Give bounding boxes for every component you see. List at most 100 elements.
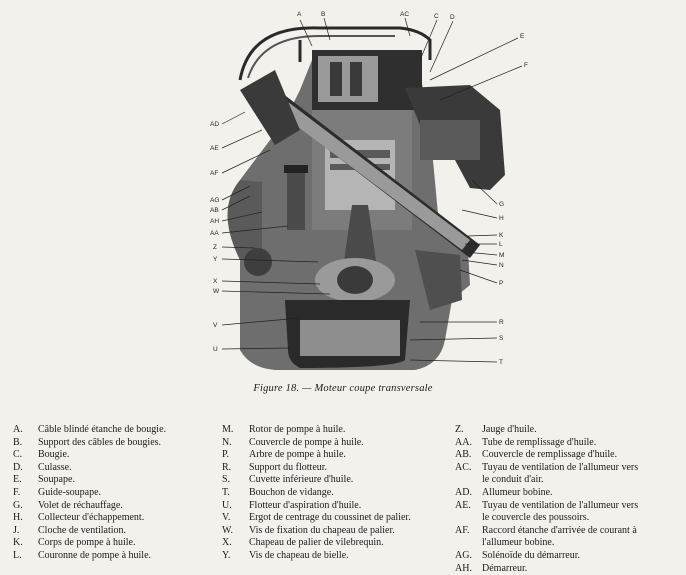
legend-text: Cloche de ventilation. [38, 524, 127, 536]
legend-key: T. [222, 486, 230, 498]
engine-drawing [227, 26, 505, 370]
legend-item: AD.Allumeur bobine. [455, 487, 638, 500]
callout-label: M [499, 252, 504, 259]
callout-label: AB [210, 207, 219, 214]
legend-text: Chapeau de palier de vilebrequin. [249, 537, 384, 549]
callout-label: K [499, 232, 504, 239]
legend-text: Couvercle de remplissage d'huile. [482, 449, 618, 461]
legend-text: Flotteur d'aspiration d'huile. [249, 499, 362, 511]
legend-key: B. [13, 436, 23, 448]
legend-text: Bouchon de vidange. [249, 486, 334, 498]
legend-item: K.Corps de pompe à huile. [13, 537, 166, 550]
callout-label: V [213, 322, 218, 329]
legend-item: AH. Démarreur. [455, 563, 638, 575]
legend-key: Y. [222, 549, 231, 561]
legend-text: Vis de fixation du chapeau de palier. [249, 524, 395, 536]
legend-key: AC. [455, 461, 472, 473]
legend-item: Z.Jauge d'huile. [455, 424, 638, 437]
legend-item: H. Collecteur d'échappement. [13, 512, 166, 525]
legend-key: W. [222, 524, 234, 536]
legend-key: J. [13, 524, 20, 536]
callout-label: A [297, 11, 302, 18]
legend-text: Couvercle de pompe à huile. [249, 436, 364, 448]
callout-label: H [499, 215, 504, 222]
legend-item: V. Ergot de centrage du coussinet de pali… [222, 512, 411, 525]
legend-key: N. [222, 436, 232, 448]
callout-label: G [499, 201, 504, 208]
legend-key: D. [13, 461, 23, 473]
callout-label: E [520, 33, 525, 40]
callout-label: Z [213, 244, 217, 251]
legend-key: H. [13, 512, 23, 524]
legend-text: Vis de chapeau de bielle. [249, 549, 349, 561]
legend-text: Ergot de centrage du coussinet de palier… [249, 512, 411, 524]
legend-text: Allumeur bobine. [482, 486, 553, 498]
legend-item: S.Cuvette inférieure d'huile. [222, 474, 411, 487]
legend-item: D. Culasse. [13, 462, 166, 475]
legend-text: Support du flotteur. [249, 461, 328, 473]
legend-text: Démarreur. [482, 562, 528, 574]
legend-item: F. Guide-soupape. [13, 487, 166, 500]
legend-text: Volet de réchauffage. [38, 499, 123, 511]
legend-text: Bougie. [38, 449, 70, 461]
legend-key: Z. [455, 424, 464, 435]
legend-key: AA. [455, 436, 472, 448]
legend-key: R. [222, 461, 232, 473]
callout-label: L [499, 241, 503, 248]
legend-text: Corps de pompe à huile. [38, 537, 136, 549]
legend-text: Arbre de pompe à huile. [249, 449, 346, 461]
legend-item: B. Support des câbles de bougies. [13, 437, 166, 450]
legend-key: C. [13, 449, 23, 461]
callout-label: B [321, 11, 325, 18]
leader-lines [221, 17, 523, 363]
legend-item: T. Bouchon de vidange. [222, 487, 411, 500]
legend-text: Raccord étanche d'arrivée de courant à l… [482, 524, 637, 549]
legend-key: AH. [455, 562, 472, 574]
legend-key: AG. [455, 549, 472, 561]
legend-item: R. Support du flotteur. [222, 462, 411, 475]
legend-column-1: A.Câble blindé étanche de bougie. B. Supp… [13, 424, 166, 563]
callout-label: P [499, 280, 503, 287]
legend-key: AE. [455, 499, 471, 511]
legend-key: F. [13, 486, 21, 498]
callout-labels: A B AC C D E F AD AE AF AG AB AH AA Z Y … [210, 11, 528, 366]
callout-label: AE [210, 145, 219, 152]
legend-key: P. [222, 449, 229, 461]
legend-text: Collecteur d'échappement. [38, 512, 145, 524]
callout-label: W [213, 288, 220, 295]
legend-text: Tuyau de ventilation de l'allumeur vers … [482, 461, 639, 486]
callout-label: C [434, 13, 439, 20]
legend-item: AF. Raccord étanche d'arrivée de courant … [455, 525, 638, 550]
legend-text: Solénoïde du démarreur. [482, 549, 581, 561]
figure-caption: Figure 18. — Moteur coupe transversale [253, 383, 433, 394]
legend-key: U. [222, 499, 232, 511]
callout-label: T [499, 359, 503, 366]
callout-label: D [450, 14, 455, 21]
legend-text: Culasse. [38, 461, 72, 473]
legend-item: M.Rotor de pompe à huile. [222, 424, 411, 437]
legend-key: V. [222, 512, 231, 524]
legend-text: Tube de remplissage d'huile. [482, 436, 597, 448]
callout-label: X [213, 278, 218, 285]
legend-item: AB. Couvercle de remplissage d'huile. [455, 449, 638, 462]
legend-text: Support des câbles de bougies. [38, 436, 162, 448]
legend-key: AF. [455, 524, 470, 536]
legend-item: U. Flotteur d'aspiration d'huile. [222, 500, 411, 513]
callout-label: AC [400, 11, 409, 18]
callout-label: AD [210, 121, 219, 128]
legend-text: Guide-soupape. [38, 486, 102, 498]
legend-column-3: Z.Jauge d'huile. AA. Tube de remplissage … [455, 424, 638, 575]
callout-label: U [213, 346, 218, 353]
legend-column-2: M.Rotor de pompe à huile. N. Couvercle de… [222, 424, 411, 563]
legend-item: L.Couronne de pompe à huile. [13, 550, 166, 563]
callout-label: S [499, 335, 504, 342]
callout-label: F [524, 62, 528, 69]
legend-item: X.Chapeau de palier de vilebrequin. [222, 537, 411, 550]
legend-key: L. [13, 549, 22, 561]
legend-item: A.Câble blindé étanche de bougie. [13, 424, 166, 437]
legend-key: AB. [455, 449, 472, 461]
callout-label: AA [210, 230, 219, 237]
legend-item: C. Bougie. [13, 449, 166, 462]
legend-text: Soupape. [38, 474, 75, 486]
